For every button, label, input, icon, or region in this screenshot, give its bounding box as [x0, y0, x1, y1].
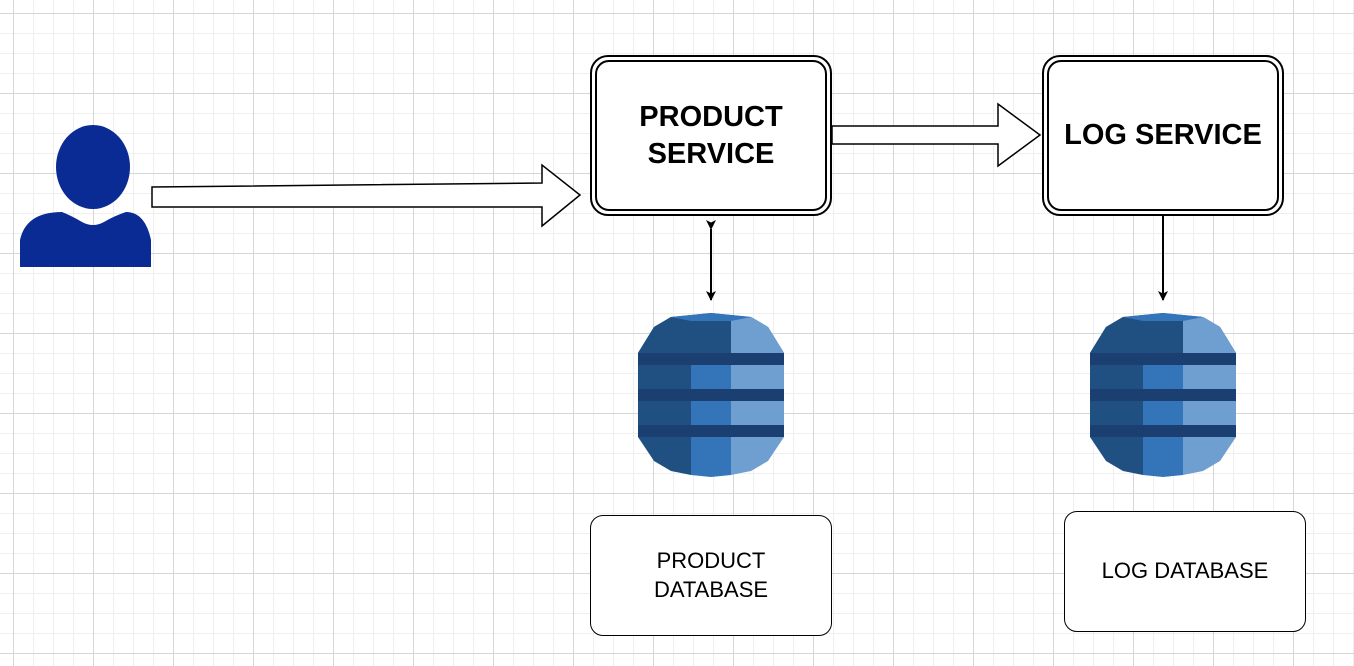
log-service-label: LOG SERVICE: [1064, 119, 1262, 152]
log-database-label: LOG DATABASE: [1101, 558, 1269, 584]
product-service-node[interactable]: PRODUCT SERVICE: [590, 55, 832, 216]
log-service-node[interactable]: LOG SERVICE: [1042, 55, 1284, 216]
product-database-icon: [638, 313, 784, 477]
product-database-label: PRODUCT DATABASE: [653, 547, 769, 602]
log-database-icon: [1090, 313, 1236, 477]
product-to-log-service-arrow: [831, 102, 1042, 168]
log-database-node[interactable]: LOG DATABASE: [1064, 511, 1306, 632]
product-service-label: PRODUCT SERVICE: [639, 101, 783, 170]
product-database-node[interactable]: PRODUCT DATABASE: [590, 515, 832, 636]
user-icon: [20, 125, 151, 267]
user-to-product-service-arrow: [151, 163, 582, 228]
